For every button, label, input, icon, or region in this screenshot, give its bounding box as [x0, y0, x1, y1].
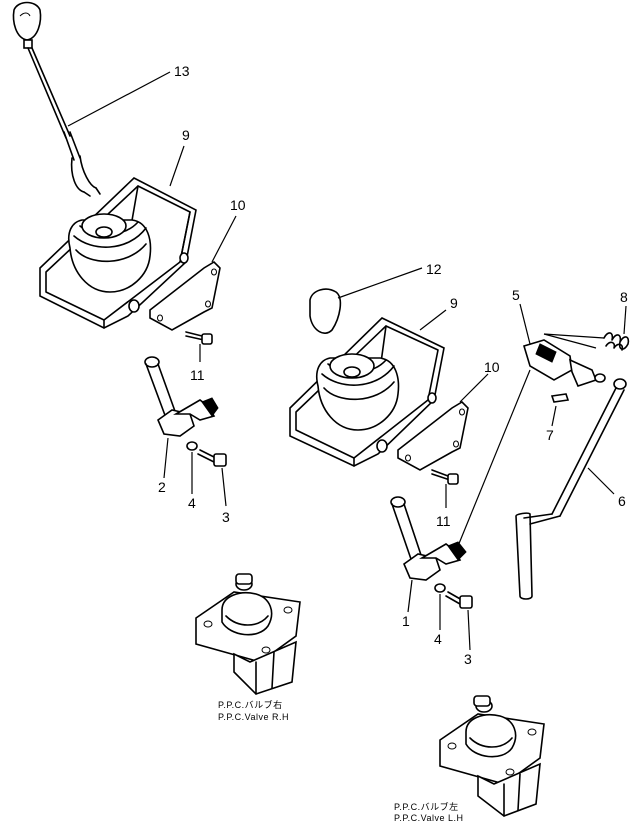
caption-right-valve-jp: P.P.C.バルブ右	[218, 699, 283, 710]
callout-7: 7	[546, 427, 554, 443]
leader-7	[551, 405, 557, 427]
plate-10-right	[397, 400, 469, 471]
bracket-9-right	[289, 317, 445, 467]
ppc-valve-left	[439, 695, 545, 817]
bolt-3-left	[197, 449, 227, 467]
bracket-9-left	[39, 177, 197, 329]
lever-base-1	[390, 496, 467, 581]
callout-4-right: 4	[434, 631, 442, 647]
washer-4-left	[186, 441, 198, 451]
callout-11-right: 11	[436, 513, 451, 529]
leader-8	[623, 305, 627, 335]
callout-8: 8	[620, 289, 628, 305]
spring-8	[603, 332, 630, 351]
callout-12: 12	[426, 261, 442, 277]
lever-13	[12, 1, 101, 197]
callout-3-right: 3	[464, 651, 472, 667]
leader-1	[407, 579, 413, 613]
callout-5: 5	[512, 287, 520, 303]
caption-right-valve-en: P.P.C.Valve R.H	[218, 712, 289, 722]
callout-3-left: 3	[222, 509, 230, 525]
leader-2	[163, 437, 169, 479]
leader-6	[587, 467, 615, 495]
leader-12	[337, 267, 423, 299]
leader-13	[67, 71, 171, 127]
leader-10b	[459, 373, 489, 403]
right-lever-assembly	[289, 267, 630, 651]
leader-3b	[467, 609, 471, 651]
callout-numbers: 13 9 10 11 2 4 3 12 9 10 11 1 4 3 5 8 7 …	[158, 63, 628, 667]
ppc-valve-right	[195, 573, 301, 695]
callout-10-left: 10	[230, 197, 246, 213]
callout-6: 6	[618, 493, 626, 509]
callout-9-left: 9	[182, 127, 190, 143]
callout-1: 1	[402, 613, 410, 629]
pin-7	[550, 393, 570, 403]
caption-left-valve-en: P.P.C.Valve L.H	[394, 813, 464, 822]
callout-13: 13	[174, 63, 190, 79]
left-lever-assembly	[12, 1, 237, 507]
bolt-11-right	[431, 469, 459, 485]
leader-5	[519, 303, 531, 345]
leader-switch-to-lever	[457, 369, 531, 547]
bolt-3-right	[445, 591, 473, 609]
leader-3a	[221, 467, 227, 507]
leader-9b	[419, 309, 447, 331]
switch-5	[523, 339, 606, 387]
lever-base-2	[144, 356, 219, 437]
leader-9a	[169, 145, 185, 187]
knob-12	[309, 288, 342, 334]
callout-10-right: 10	[484, 359, 500, 375]
callout-9-right: 9	[450, 295, 458, 311]
valve-captions: P.P.C.バルブ右 P.P.C.Valve R.H P.P.C.バルブ左 P.…	[218, 699, 464, 823]
washer-4-right	[434, 583, 446, 593]
direction-arrow	[543, 333, 605, 349]
rod-6	[515, 378, 627, 600]
callout-4-left: 4	[188, 495, 196, 511]
callout-11-left: 11	[190, 367, 205, 383]
caption-left-valve-jp: P.P.C.バルブ左	[394, 801, 459, 812]
plate-10-left	[149, 260, 221, 331]
callout-2: 2	[158, 479, 166, 495]
bolt-11-left	[185, 331, 213, 345]
leader-10a	[211, 215, 237, 263]
